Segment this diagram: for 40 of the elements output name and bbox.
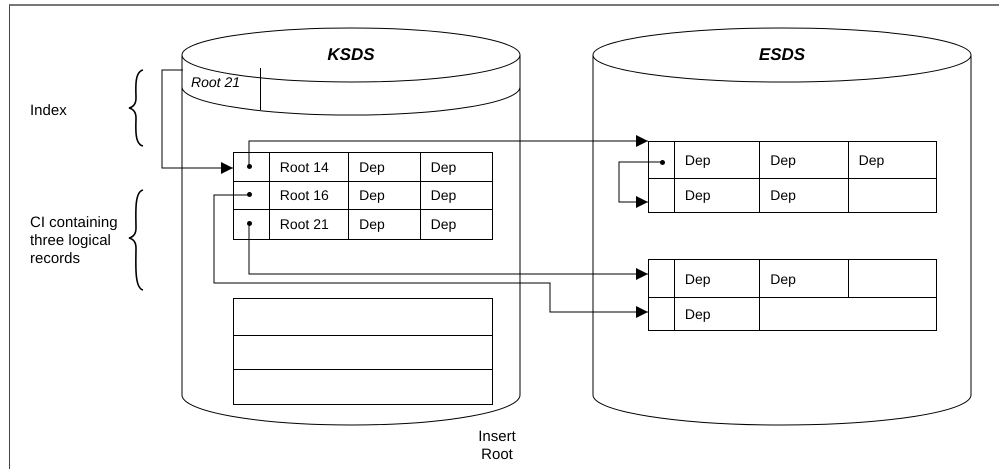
record-field: Dep — [674, 270, 711, 286]
record-field: Dep — [760, 152, 796, 168]
record-row — [233, 181, 493, 210]
record-field: Dep — [420, 187, 456, 203]
arrow — [248, 224, 648, 280]
arrow — [618, 162, 662, 208]
record-row — [648, 297, 937, 331]
database-cylinder — [593, 27, 971, 425]
empty-record-row — [233, 369, 493, 405]
record-key: Root 21 — [191, 74, 240, 90]
record-field: Dep — [420, 216, 456, 232]
cylinder-title: ESDS — [758, 45, 806, 65]
record-field: Dep — [760, 187, 796, 203]
record-field: Root 14 — [270, 159, 329, 175]
empty-record-row — [233, 298, 493, 336]
side-label: Index — [30, 101, 68, 121]
record-row — [648, 178, 937, 213]
record-field: Dep — [674, 187, 711, 203]
arrow — [162, 70, 234, 174]
record-row — [648, 259, 937, 298]
record-field: Dep — [420, 159, 456, 175]
arrow — [248, 135, 648, 166]
record-row — [648, 141, 937, 179]
record-field: Dep — [349, 187, 385, 203]
record-field: Dep — [349, 216, 385, 232]
record-row — [233, 152, 493, 182]
arrow — [214, 194, 648, 318]
record-field: Dep — [674, 306, 711, 322]
cylinder-title: KSDS — [327, 45, 375, 65]
database-cylinder — [182, 27, 520, 425]
record-field: Dep — [674, 152, 711, 168]
record-field: Dep — [760, 270, 796, 286]
record-field: Dep — [848, 152, 884, 168]
record-row — [233, 209, 493, 240]
side-label: CI containing three logical records — [30, 214, 119, 268]
record-field: Root 16 — [270, 187, 329, 203]
empty-record-row — [233, 335, 493, 370]
side-label: Insert Root — [477, 428, 517, 464]
record-field: Dep — [349, 159, 385, 175]
record-field: Root 21 — [270, 216, 329, 232]
